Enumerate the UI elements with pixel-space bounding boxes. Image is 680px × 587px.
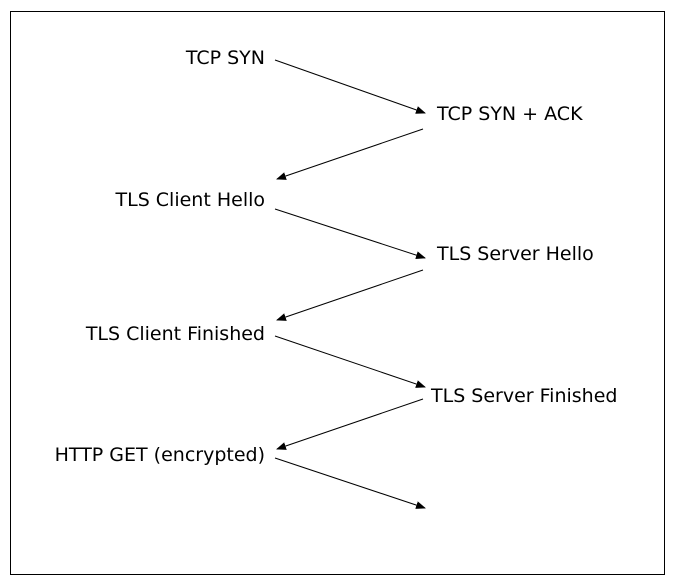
- diagram-frame: [10, 11, 665, 575]
- label-http-get: HTTP GET (encrypted): [54, 444, 265, 466]
- label-tls-client-finished: TLS Client Finished: [85, 323, 265, 345]
- label-tls-server-hello: TLS Server Hello: [437, 243, 594, 265]
- label-tcp-syn-ack: TCP SYN + ACK: [437, 103, 583, 125]
- label-tls-server-finished: TLS Server Finished: [431, 385, 618, 407]
- label-tls-client-hello: TLS Client Hello: [115, 189, 266, 211]
- label-tcp-syn: TCP SYN: [185, 47, 265, 69]
